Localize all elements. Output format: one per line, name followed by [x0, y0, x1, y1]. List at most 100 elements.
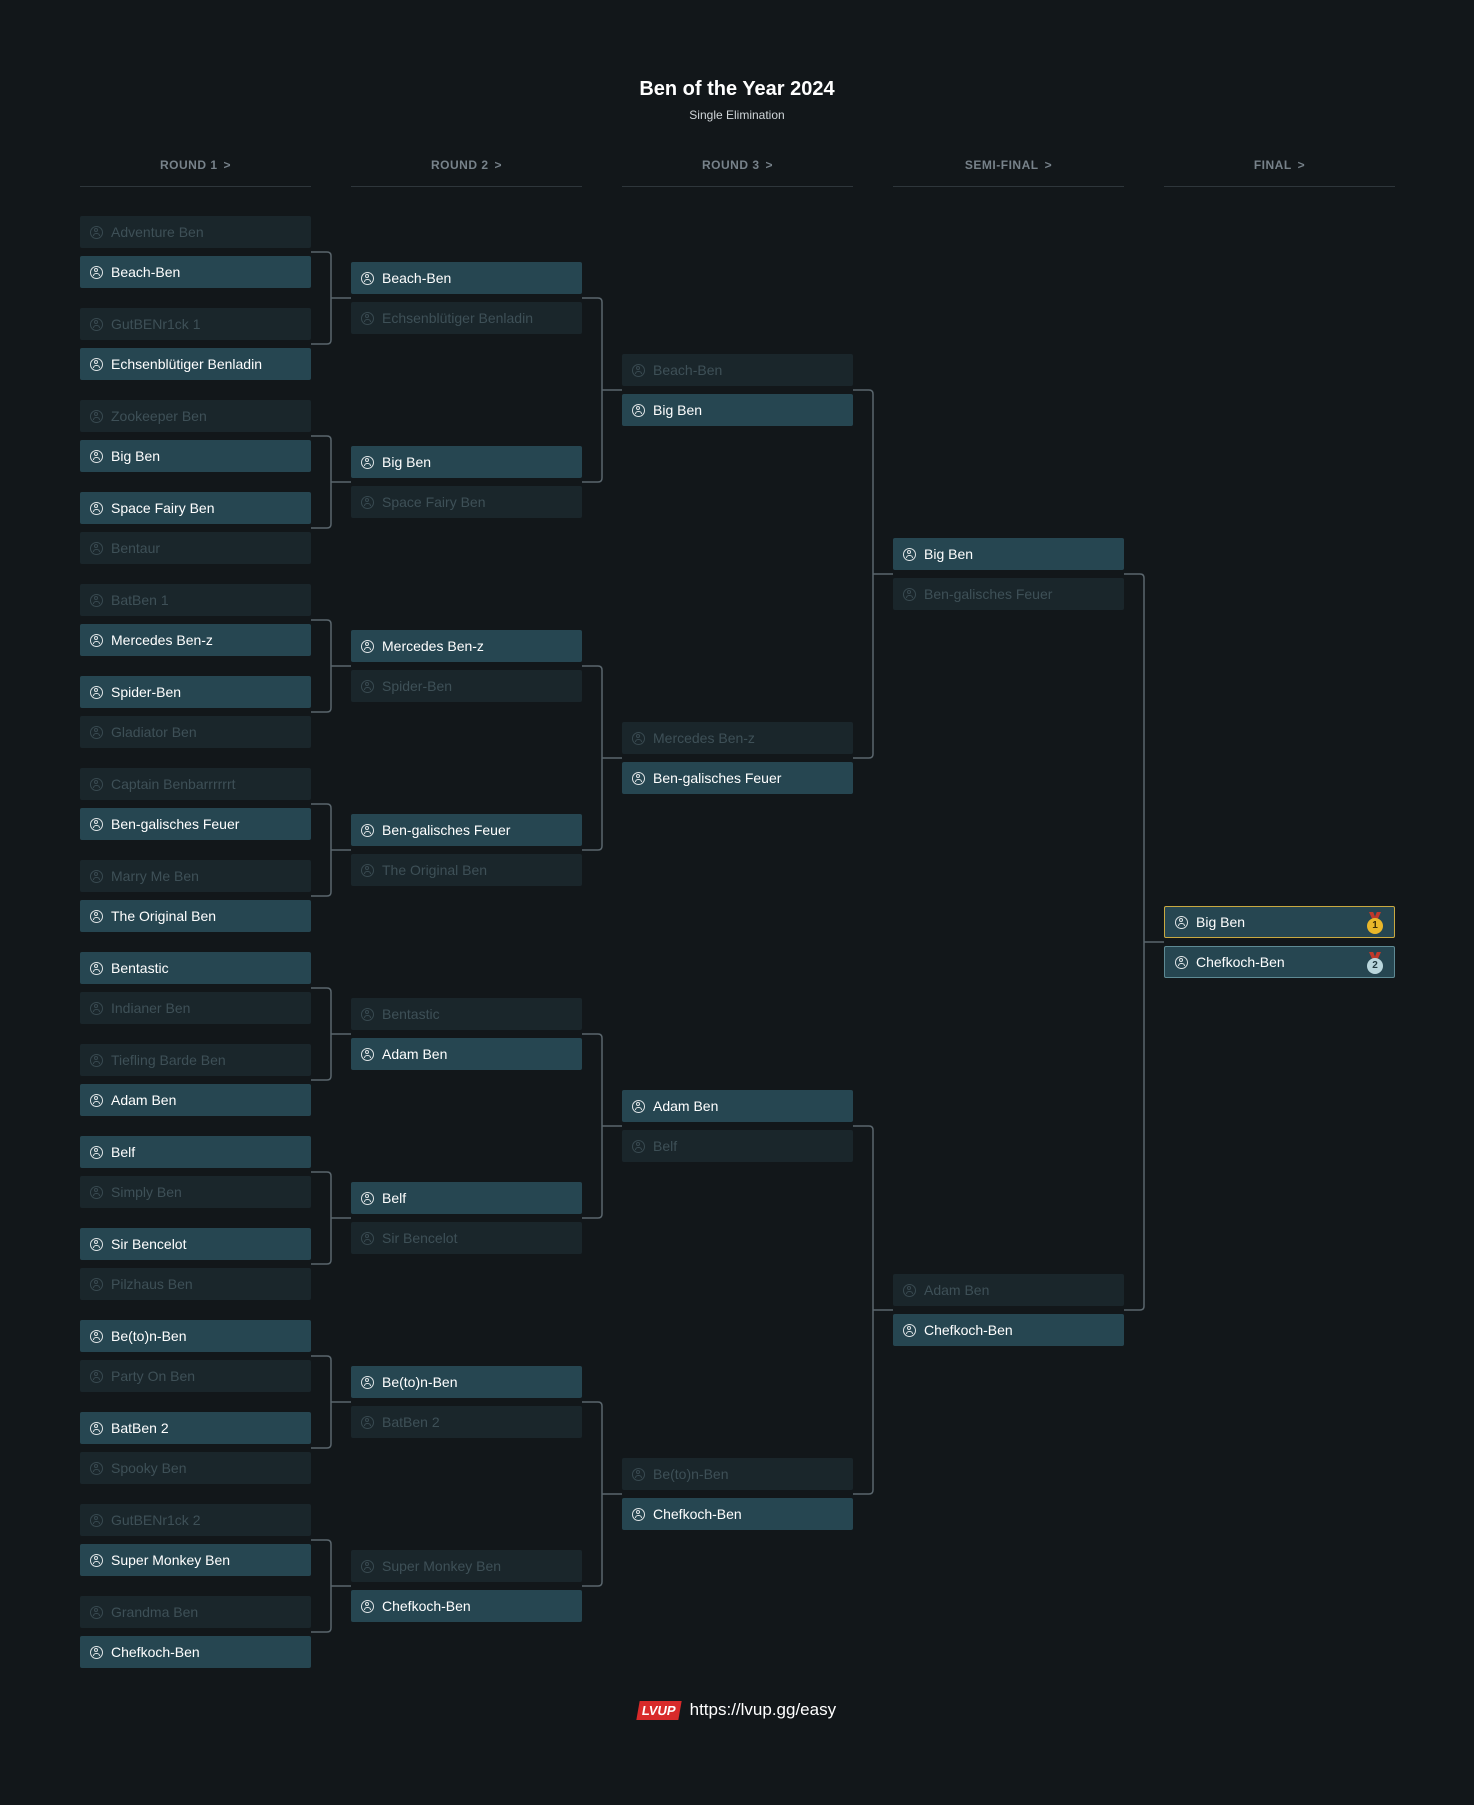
participant-name: Grandma Ben: [111, 1604, 199, 1620]
round-header[interactable]: ROUND 3>: [622, 150, 853, 187]
participant-slot[interactable]: Space Fairy Ben: [80, 492, 311, 524]
participant-slot[interactable]: Bentaur: [80, 532, 311, 564]
round-header[interactable]: ROUND 2>: [351, 150, 582, 187]
participant-slot[interactable]: Echsenblütiger Benladin: [351, 302, 582, 334]
participant-name: Spooky Ben: [111, 1460, 187, 1476]
participant-slot[interactable]: Grandma Ben: [80, 1596, 311, 1628]
user-circle-icon: [1175, 915, 1188, 929]
participant-slot[interactable]: Ben-galisches Feuer: [351, 814, 582, 846]
participant-slot[interactable]: Adventure Ben: [80, 216, 311, 248]
participant-slot[interactable]: Beach-Ben: [80, 256, 311, 288]
participant-slot[interactable]: Zookeeper Ben: [80, 400, 311, 432]
user-circle-icon: [361, 1047, 374, 1061]
participant-slot[interactable]: Big Ben: [351, 446, 582, 478]
participant-name: Adam Ben: [924, 1282, 990, 1298]
participant-slot[interactable]: GutBENr1ck 1: [80, 308, 311, 340]
participant-slot[interactable]: Space Fairy Ben: [351, 486, 582, 518]
user-circle-icon: [90, 541, 103, 555]
footer-url[interactable]: https://lvup.gg/easy: [689, 1700, 837, 1719]
participant-slot[interactable]: Sir Bencelot: [351, 1222, 582, 1254]
participant-slot[interactable]: Echsenblütiger Benladin: [80, 348, 311, 380]
participant-slot[interactable]: Tiefling Barde Ben: [80, 1044, 311, 1076]
participant-slot[interactable]: Adam Ben: [351, 1038, 582, 1070]
user-circle-icon: [90, 1421, 103, 1435]
participant-slot[interactable]: Ben-galisches Feuer: [622, 762, 853, 794]
participant-slot[interactable]: Be(to)n-Ben: [80, 1320, 311, 1352]
participant-slot[interactable]: Chefkoch-Ben: [351, 1590, 582, 1622]
round-header[interactable]: FINAL>: [1164, 150, 1395, 187]
bracket-connector-line: [311, 803, 351, 897]
round-header[interactable]: ROUND 1>: [80, 150, 311, 187]
participant-slot[interactable]: Chefkoch-Ben: [893, 1314, 1124, 1346]
round-header-label: SEMI-FINAL: [964, 158, 1039, 172]
participant-slot[interactable]: Bentastic: [351, 998, 582, 1030]
participant-slot[interactable]: Sir Bencelot: [80, 1228, 311, 1260]
chevron-right-icon: >: [223, 158, 232, 172]
participant-name: Ben-galisches Feuer: [382, 822, 511, 838]
participant-slot[interactable]: Chefkoch-Ben: [622, 1498, 853, 1530]
participant-name: Belf: [111, 1144, 136, 1160]
participant-slot[interactable]: Belf: [622, 1130, 853, 1162]
participant-slot[interactable]: Mercedes Ben-z: [80, 624, 311, 656]
user-circle-icon: [90, 909, 103, 923]
participant-name: Belf: [382, 1190, 407, 1206]
participant-slot[interactable]: Adam Ben: [80, 1084, 311, 1116]
participant-slot[interactable]: Ben-galisches Feuer: [893, 578, 1124, 610]
participant-slot[interactable]: Big Ben: [893, 538, 1124, 570]
participant-name: Chefkoch-Ben: [382, 1598, 471, 1614]
participant-slot[interactable]: Be(to)n-Ben: [622, 1458, 853, 1490]
participant-slot[interactable]: Be(to)n-Ben: [351, 1366, 582, 1398]
participant-slot[interactable]: Super Monkey Ben: [80, 1544, 311, 1576]
participant-slot[interactable]: Beach-Ben: [351, 262, 582, 294]
round-header[interactable]: SEMI-FINAL>: [893, 150, 1124, 187]
participant-slot[interactable]: Indianer Ben: [80, 992, 311, 1024]
participant-slot[interactable]: Spider-Ben: [80, 676, 311, 708]
participant-slot[interactable]: Spooky Ben: [80, 1452, 311, 1484]
participant-slot[interactable]: Marry Me Ben: [80, 860, 311, 892]
user-circle-icon: [90, 1645, 103, 1659]
participant-slot[interactable]: Mercedes Ben-z: [622, 722, 853, 754]
bracket-connector-line: [853, 1125, 893, 1495]
participant-slot[interactable]: Adam Ben: [893, 1274, 1124, 1306]
participant-slot[interactable]: Captain Benbarrrrrrt: [80, 768, 311, 800]
participant-slot[interactable]: Belf: [351, 1182, 582, 1214]
participant-name: Adam Ben: [111, 1092, 177, 1108]
chevron-right-icon: >: [1297, 158, 1306, 172]
participant-slot[interactable]: GutBENr1ck 2: [80, 1504, 311, 1536]
participant-slot[interactable]: Super Monkey Ben: [351, 1550, 582, 1582]
user-circle-icon: [90, 317, 103, 331]
participant-slot[interactable]: Belf: [80, 1136, 311, 1168]
bracket-connector-line: [582, 1401, 622, 1587]
participant-slot[interactable]: Big Ben: [622, 394, 853, 426]
participant-slot[interactable]: BatBen 2: [351, 1406, 582, 1438]
participant-slot[interactable]: Simply Ben: [80, 1176, 311, 1208]
participant-slot[interactable]: Ben-galisches Feuer: [80, 808, 311, 840]
participant-slot[interactable]: The Original Ben: [351, 854, 582, 886]
chevron-right-icon: >: [494, 158, 503, 172]
participant-slot[interactable]: Big Ben: [80, 440, 311, 472]
participant-name: Mercedes Ben-z: [653, 730, 755, 746]
participant-slot[interactable]: Adam Ben: [622, 1090, 853, 1122]
bracket-connector-line: [1124, 573, 1164, 1311]
participant-slot[interactable]: Spider-Ben: [351, 670, 582, 702]
participant-slot[interactable]: BatBen 2: [80, 1412, 311, 1444]
chevron-right-icon: >: [765, 158, 774, 172]
participant-slot[interactable]: Bentastic: [80, 952, 311, 984]
lvup-logo[interactable]: LVUP: [636, 1700, 682, 1720]
participant-slot[interactable]: BatBen 1: [80, 584, 311, 616]
participant-slot[interactable]: Gladiator Ben: [80, 716, 311, 748]
participant-slot[interactable]: Party On Ben: [80, 1360, 311, 1392]
participant-name: GutBENr1ck 1: [111, 316, 201, 332]
participant-slot[interactable]: Mercedes Ben-z: [351, 630, 582, 662]
participant-slot[interactable]: Chefkoch-Ben: [80, 1636, 311, 1668]
user-circle-icon: [90, 961, 103, 975]
participant-slot[interactable]: Beach-Ben: [622, 354, 853, 386]
participant-slot[interactable]: The Original Ben: [80, 900, 311, 932]
user-circle-icon: [632, 363, 645, 377]
participant-name: Space Fairy Ben: [382, 494, 486, 510]
participant-slot[interactable]: Pilzhaus Ben: [80, 1268, 311, 1300]
bracket-connector-line: [311, 1355, 351, 1449]
